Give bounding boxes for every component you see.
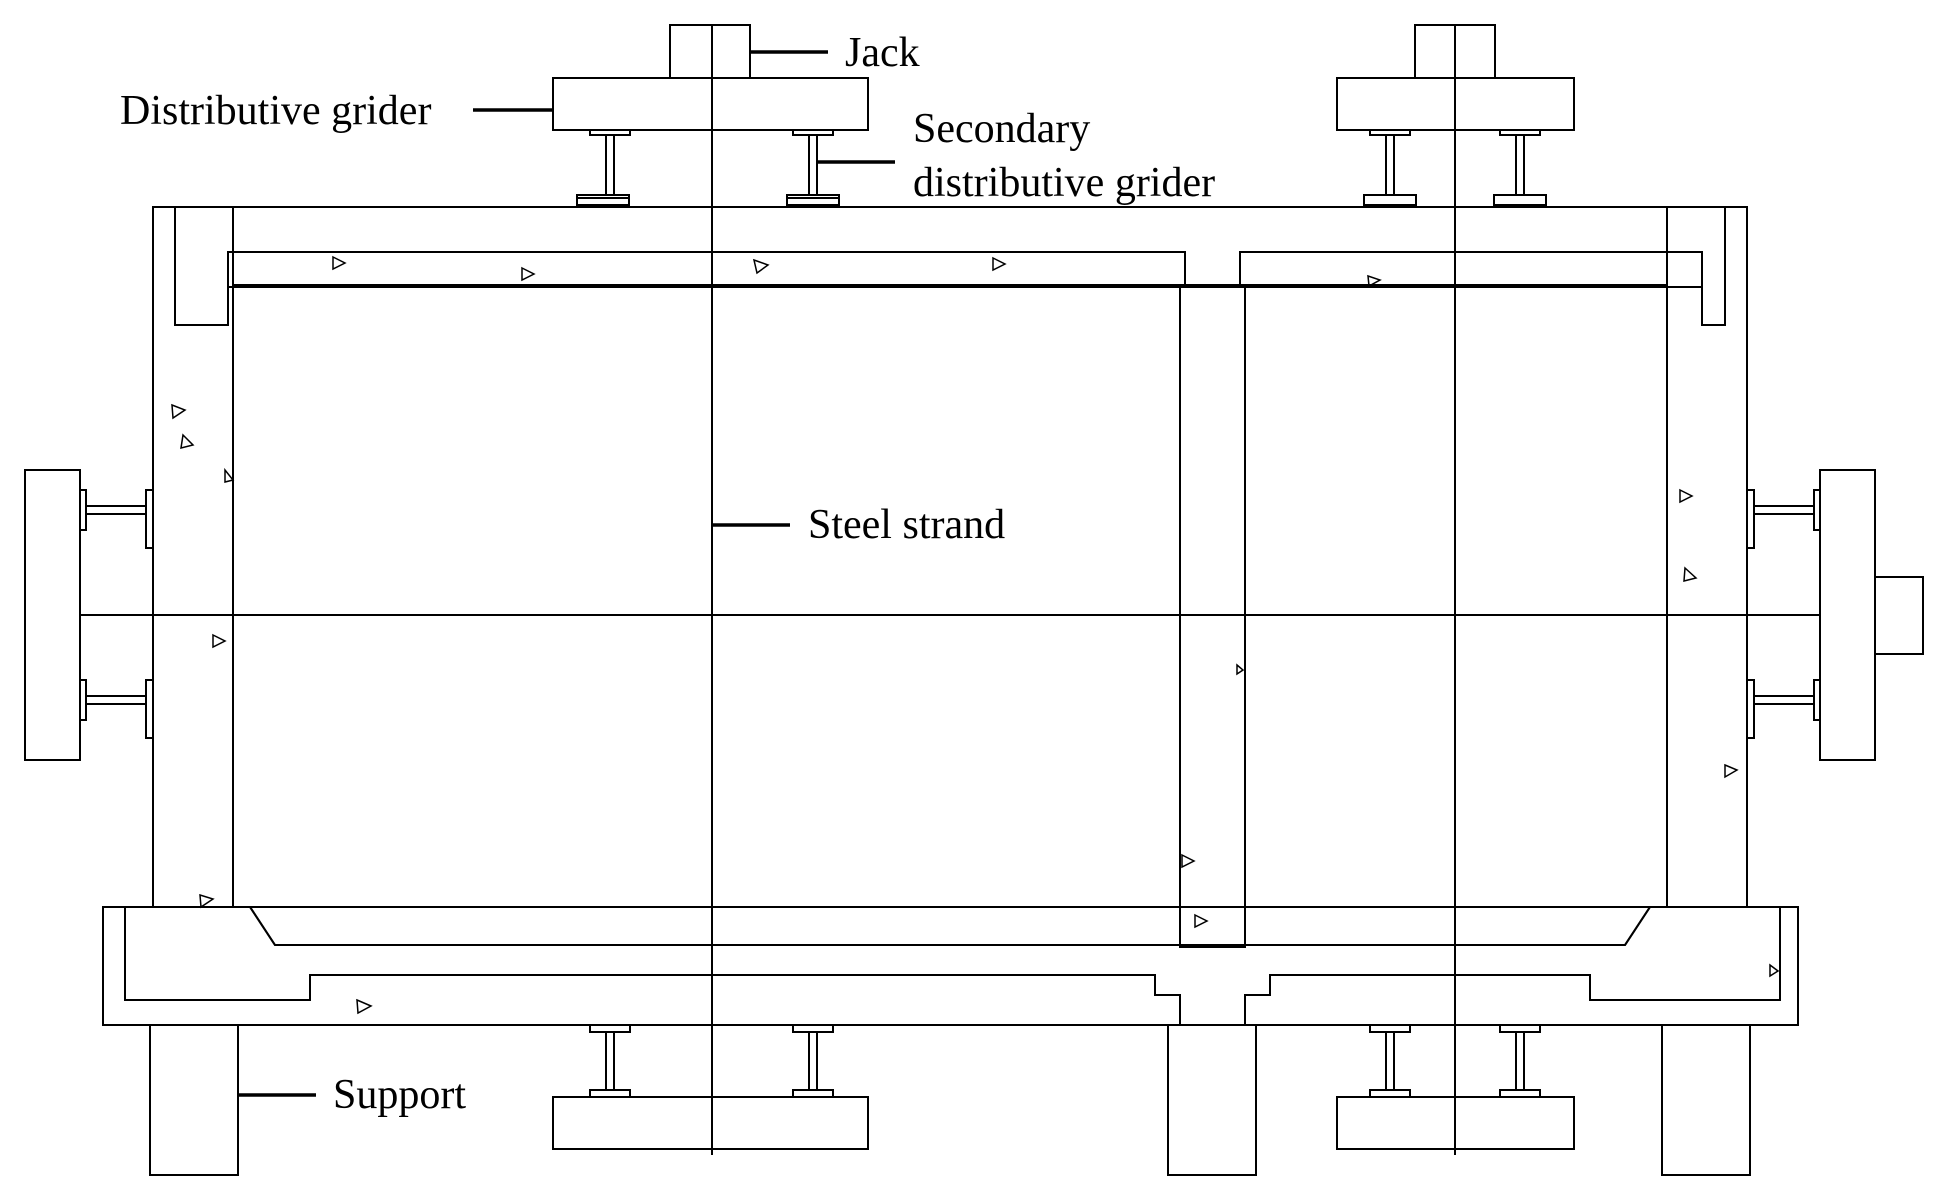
box-girder [102, 206, 1799, 1026]
secondary-distributive-grider-right [786, 129, 840, 206]
support-left [149, 1024, 239, 1176]
label-distributive-grider: Distributive grider [120, 88, 431, 134]
steel-strands [25, 25, 1875, 1155]
label-secondary-line1: Secondary [913, 106, 1090, 152]
annotations: Jack Distributive grider Secondary distr… [120, 30, 1215, 1118]
bottom-right-loading-assembly [1336, 1024, 1575, 1150]
left-side-loading-assembly [24, 469, 154, 761]
distributive-grider [24, 469, 81, 761]
label-support: Support [333, 1072, 466, 1118]
top-slab-grout [174, 206, 1726, 326]
top-slab-concrete [227, 251, 1703, 288]
right-cell [1244, 286, 1668, 946]
label-jack: Jack [845, 30, 920, 76]
middle-web [1179, 286, 1246, 948]
support-right [1661, 1024, 1751, 1176]
secondary-distributive-grider-right [1493, 129, 1547, 206]
top-right-loading-assembly [1336, 24, 1575, 206]
left-cell [232, 286, 1181, 946]
left-outer-wall [152, 206, 234, 908]
distributive-grider [552, 77, 869, 131]
distributive-grider [1819, 469, 1876, 761]
right-outer-wall [1666, 206, 1748, 908]
supports [149, 1024, 1751, 1176]
secondary-distributive-grider-left [1363, 129, 1417, 206]
aggregate-marks [171, 255, 1780, 1015]
bottom-slab-grout [124, 906, 1781, 1026]
bottom-left-loading-assembly [552, 1024, 869, 1150]
support-middle [1167, 1024, 1257, 1176]
secondary-distributive-grider-left [576, 129, 631, 206]
label-secondary-line2: distributive grider [913, 160, 1215, 206]
bottom-slab [102, 906, 1799, 1026]
right-side-loading-assembly [1746, 469, 1924, 761]
label-steel-strand: Steel strand [808, 502, 1005, 548]
distributive-grider [552, 1096, 869, 1150]
jack [1874, 576, 1924, 655]
jack [669, 24, 751, 79]
top-left-loading-assembly [552, 24, 869, 206]
